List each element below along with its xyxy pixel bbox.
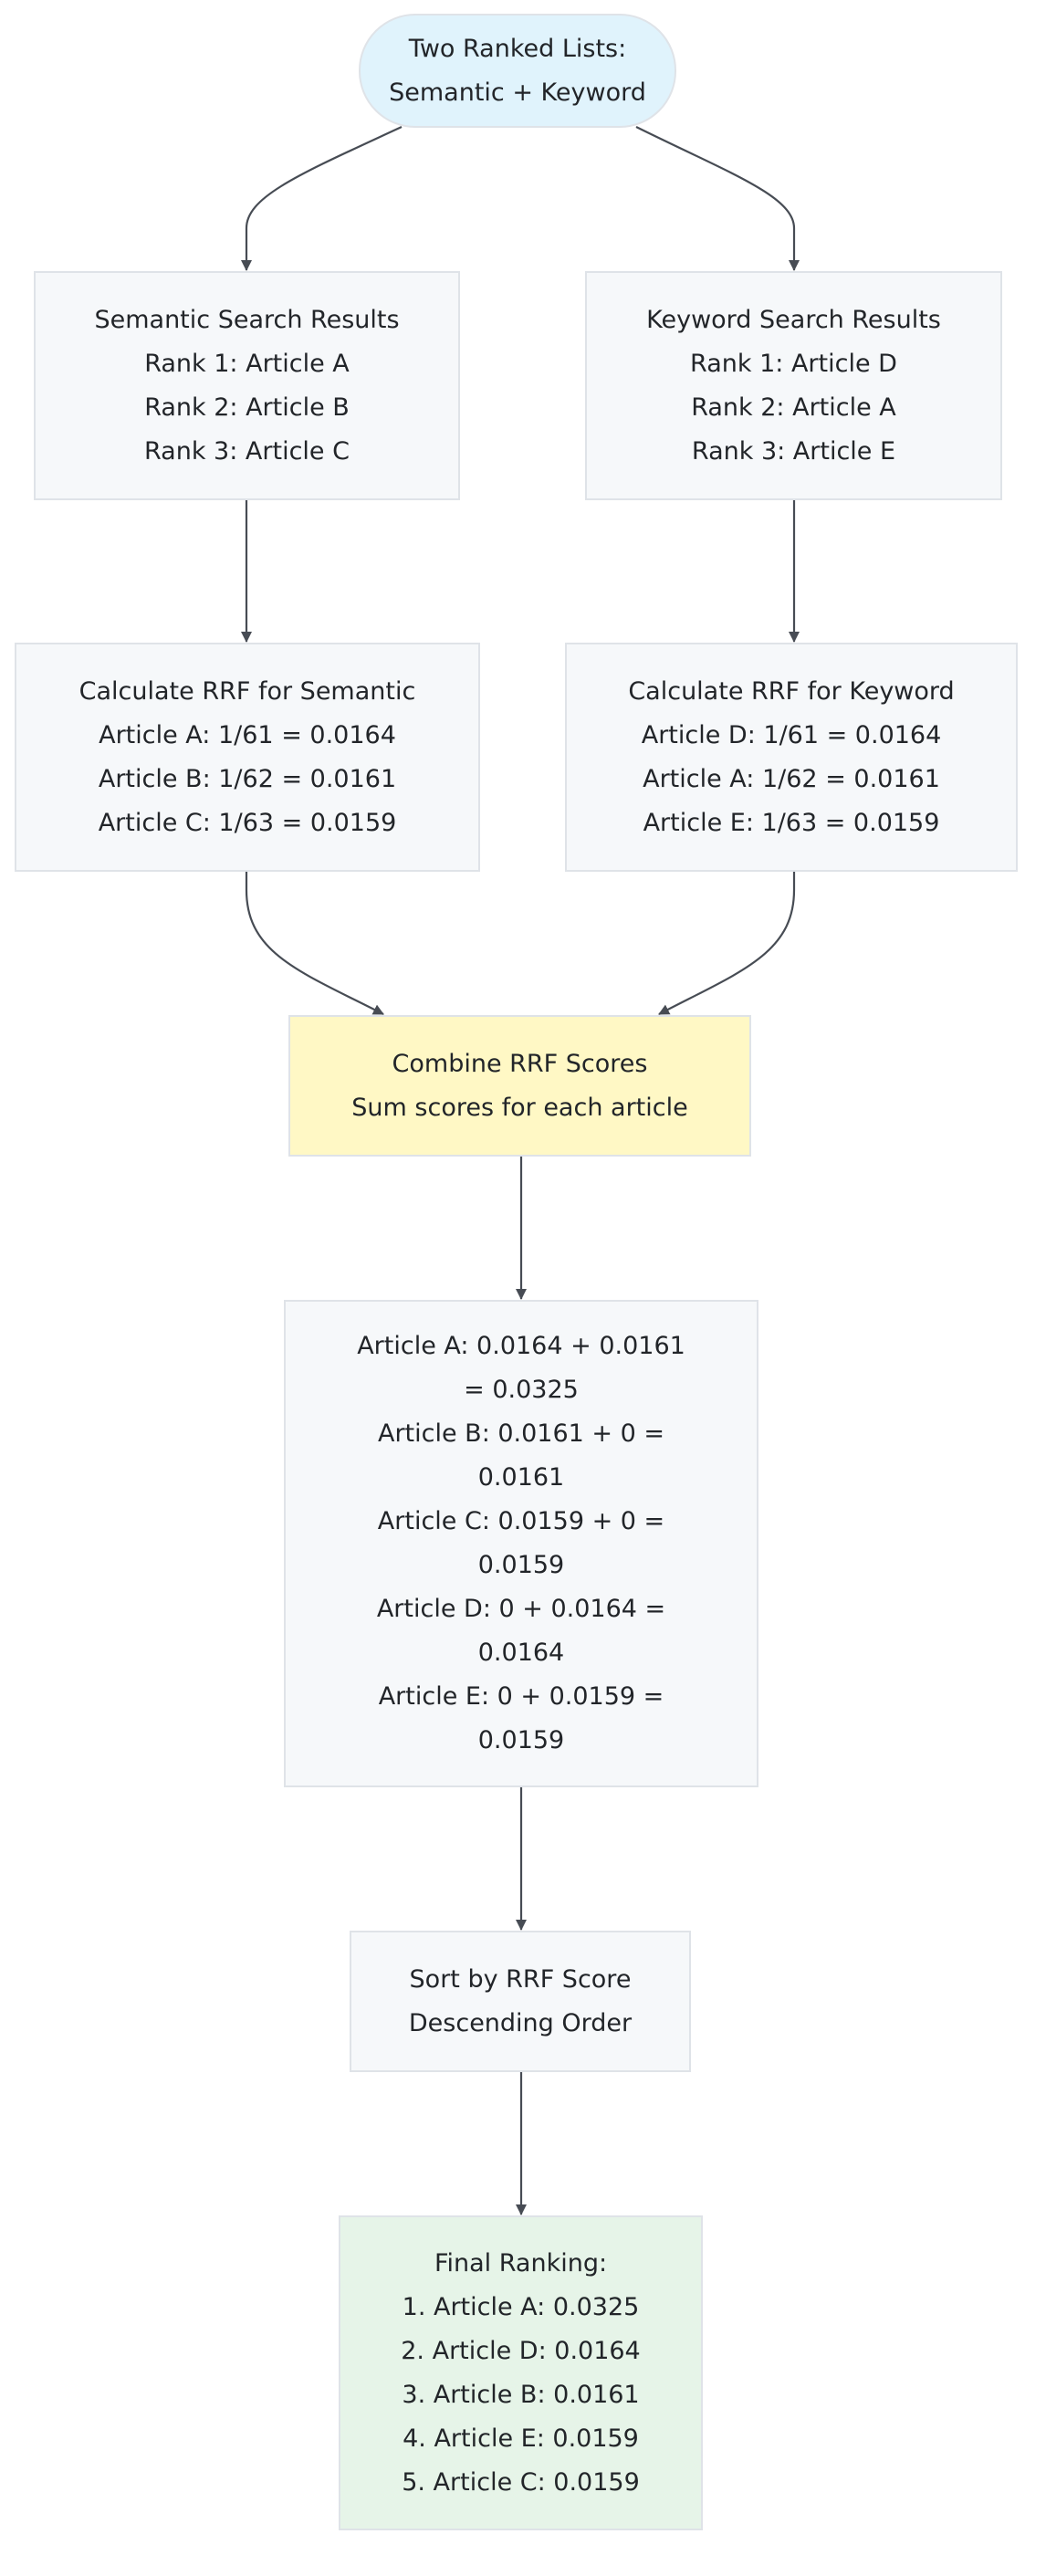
node-line: 0.0159 (477, 1726, 565, 1754)
node-calculate-rrf-semantic: Calculate RRF for Semantic Article A: 1/… (15, 643, 480, 872)
node-line: 5. Article C: 0.0159 (402, 2467, 640, 2497)
node-line: Two Ranked Lists: (408, 34, 627, 63)
node-line: Rank 3: Article E (691, 436, 896, 466)
node-keyword-search-results: Keyword Search Results Rank 1: Article D… (585, 271, 1002, 500)
node-line: 1. Article A: 0.0325 (402, 2292, 640, 2321)
node-two-ranked-lists: Two Ranked Lists: Semantic + Keyword (359, 14, 676, 128)
node-line: Article D: 0 + 0.0164 = (376, 1595, 666, 1623)
node-line: 2. Article D: 0.0164 (401, 2336, 641, 2365)
node-line: Article B: 0.0161 + 0 = (377, 1419, 665, 1448)
node-title: Sort by RRF Score (409, 1964, 632, 1994)
node-line: Rank 2: Article B (144, 393, 350, 422)
node-line: Article C: 0.0159 + 0 = (377, 1507, 665, 1535)
node-combine-rrf-scores: Combine RRF Scores Sum scores for each a… (288, 1015, 751, 1157)
node-semantic-search-results: Semantic Search Results Rank 1: Article … (34, 271, 460, 500)
node-title: Calculate RRF for Semantic (78, 676, 416, 706)
node-line: Article A: 1/61 = 0.0164 (99, 720, 396, 749)
node-line: = 0.0325 (464, 1376, 579, 1404)
node-title: Semantic Search Results (94, 305, 400, 334)
node-line: Article E: 0 + 0.0159 = (378, 1682, 664, 1711)
node-line: Semantic + Keyword (389, 78, 646, 107)
edge-start-to-semantic (241, 126, 403, 271)
edge-rrf-keyword-to-combine (658, 872, 796, 1015)
node-title: Combine RRF Scores (392, 1049, 648, 1078)
node-summed-scores: Article A: 0.0164 + 0.0161 = 0.0325 Arti… (284, 1300, 758, 1787)
node-line: Rank 2: Article A (691, 393, 896, 422)
node-line: Article A: 0.0164 + 0.0161 (357, 1332, 685, 1360)
node-line: 4. Article E: 0.0159 (403, 2424, 639, 2453)
node-line: Article A: 1/62 = 0.0161 (643, 764, 940, 793)
node-title: Final Ranking: (434, 2248, 608, 2278)
node-sort-by-rrf-score: Sort by RRF Score Descending Order (350, 1931, 691, 2072)
node-line: Rank 1: Article D (690, 349, 897, 378)
node-calculate-rrf-keyword: Calculate RRF for Keyword Article D: 1/6… (565, 643, 1018, 872)
node-line: 0.0161 (477, 1463, 565, 1492)
edge-rrf-semantic-to-combine (245, 872, 384, 1015)
node-line: Sum scores for each article (351, 1093, 688, 1122)
node-title: Keyword Search Results (646, 305, 941, 334)
node-line: 0.0164 (477, 1639, 565, 1667)
node-line: 0.0159 (477, 1551, 565, 1579)
node-line: Article E: 1/63 = 0.0159 (643, 808, 940, 837)
node-final-ranking: Final Ranking: 1. Article A: 0.0325 2. A… (339, 2215, 703, 2530)
edge-start-to-keyword (635, 126, 800, 271)
node-line: Rank 1: Article A (144, 349, 350, 378)
node-line: Article C: 1/63 = 0.0159 (98, 808, 397, 837)
node-line: Descending Order (408, 2008, 633, 2037)
node-line: 3. Article B: 0.0161 (402, 2380, 640, 2409)
node-line: Article B: 1/62 = 0.0161 (98, 764, 397, 793)
node-line: Rank 3: Article C (144, 436, 350, 466)
node-line: Article D: 1/61 = 0.0164 (641, 720, 942, 749)
node-title: Calculate RRF for Keyword (628, 676, 955, 706)
